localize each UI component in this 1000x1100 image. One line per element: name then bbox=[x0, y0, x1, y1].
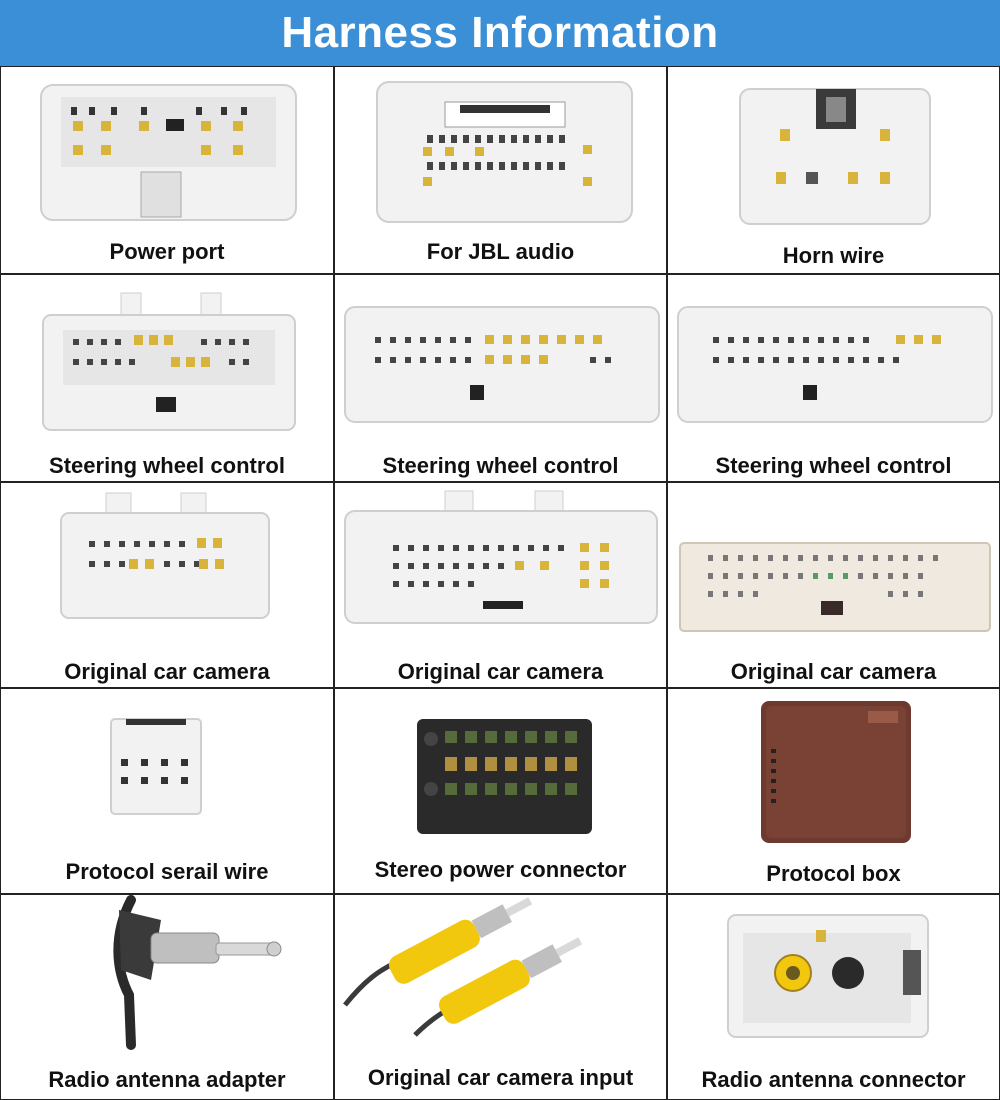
steering-wheel-connector-icon bbox=[344, 306, 660, 423]
item-label: Radio antenna adapter bbox=[48, 1067, 286, 1092]
item-label: Protocol serail wire bbox=[65, 859, 269, 884]
harness-cell-camera-3: Original car camera bbox=[667, 482, 1000, 688]
item-label: Steering wheel control bbox=[715, 453, 952, 478]
harness-cell-serial-wire: Protocol serail wire bbox=[0, 688, 334, 894]
item-label: Original car camera input bbox=[367, 1065, 634, 1090]
item-label: Original car camera bbox=[730, 659, 937, 684]
item-label: Steering wheel control bbox=[49, 453, 285, 478]
camera-connector-icon bbox=[60, 492, 270, 619]
harness-cell-camera-1: Original car camera bbox=[0, 482, 334, 688]
harness-cell-jbl-audio: For JBL audio bbox=[334, 66, 667, 274]
serial-wire-connector-icon bbox=[110, 718, 202, 815]
item-label: Power port bbox=[109, 239, 225, 264]
harness-cell-stereo-power: Stereo power connector bbox=[334, 688, 667, 894]
item-label: Steering wheel control bbox=[382, 453, 619, 478]
harness-cell-antenna-adapter: Radio antenna adapter bbox=[0, 894, 334, 1100]
item-label: Stereo power connector bbox=[374, 857, 627, 882]
header-banner: Harness Information bbox=[0, 0, 1000, 66]
harness-cell-steering-2: Steering wheel control bbox=[334, 274, 667, 482]
jbl-audio-connector-icon bbox=[376, 81, 633, 223]
item-label: Horn wire bbox=[782, 243, 885, 268]
item-label: Original car camera bbox=[64, 659, 270, 684]
harness-cell-horn-wire: Horn wire bbox=[667, 66, 1000, 274]
item-label: Original car camera bbox=[397, 659, 604, 684]
harness-cell-steering-3: Steering wheel control bbox=[667, 274, 1000, 482]
harness-cell-camera-input: Original car camera input bbox=[334, 894, 667, 1100]
steering-wheel-connector-icon bbox=[42, 292, 296, 431]
item-label: Radio antenna connector bbox=[701, 1067, 966, 1092]
rca-cable-icon bbox=[343, 897, 583, 1037]
power-port-connector-icon bbox=[40, 84, 297, 221]
steering-wheel-connector-icon bbox=[677, 306, 993, 423]
harness-cell-camera-2: Original car camera bbox=[334, 482, 667, 688]
harness-grid: Power port For JBL audio bbox=[0, 66, 1000, 1100]
camera-connector-icon bbox=[344, 490, 658, 624]
harness-cell-power-port: Power port bbox=[0, 66, 334, 274]
camera-connector-icon bbox=[679, 542, 991, 632]
item-label: For JBL audio bbox=[426, 239, 575, 264]
antenna-adapter-icon bbox=[113, 895, 282, 1050]
protocol-box-icon bbox=[761, 701, 911, 843]
harness-cell-steering-1: Steering wheel control bbox=[0, 274, 334, 482]
item-label: Protocol box bbox=[766, 861, 901, 886]
stereo-power-connector-icon bbox=[417, 719, 592, 834]
page-title: Harness Information bbox=[281, 8, 719, 57]
harness-cell-protocol-box: Protocol box bbox=[667, 688, 1000, 894]
harness-cell-antenna-connector: Radio antenna connector bbox=[667, 894, 1000, 1100]
horn-wire-connector-icon bbox=[739, 88, 931, 225]
antenna-connector-icon bbox=[727, 914, 929, 1038]
